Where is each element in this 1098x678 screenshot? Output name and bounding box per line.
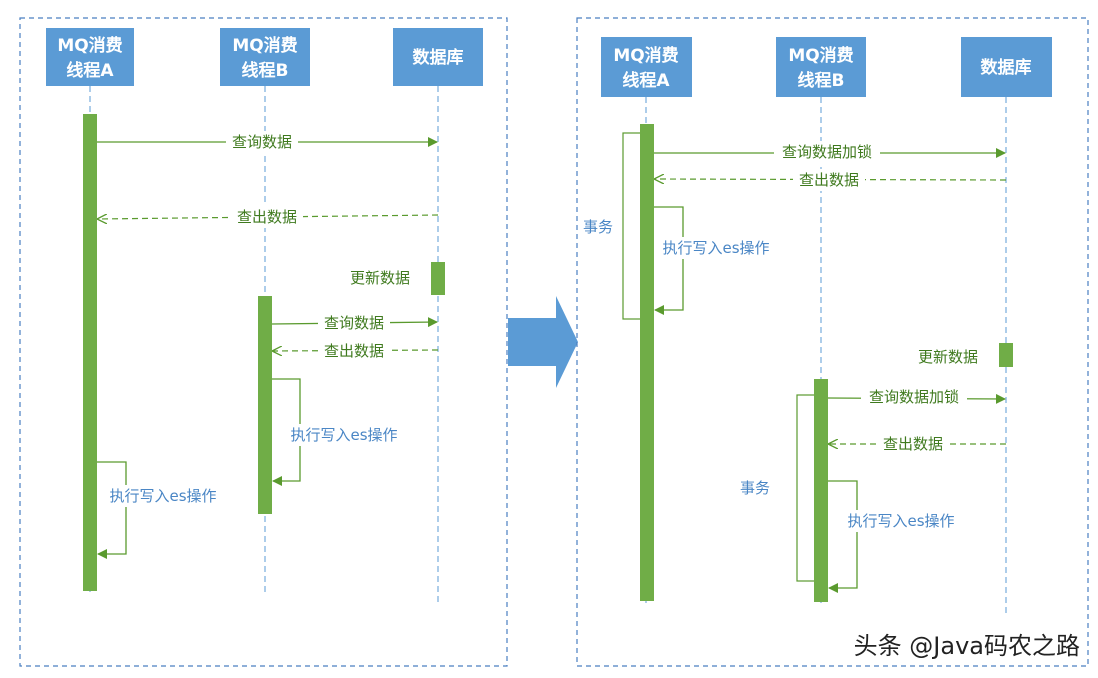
left-self-call-b-label: 执行写入es操作 (290, 426, 397, 444)
transition-arrow-icon (508, 296, 578, 388)
right-participant-b-line2: 线程B (798, 70, 845, 91)
right-participant-a-line2: 线程A (622, 70, 670, 91)
right-frame (576, 17, 1089, 667)
left-activation-a (83, 114, 97, 591)
right-self-call-a-label: 执行写入es操作 (662, 239, 769, 257)
right-participant-db-label: 数据库 (981, 57, 1032, 78)
left-message-query-b-label: 查询数据 (324, 314, 384, 332)
left-self-call-a (97, 461, 127, 559)
right-participant-a-line1: MQ消费 (613, 45, 678, 66)
left-participant-b-line2: 线程B (242, 60, 289, 81)
left-frame (19, 17, 508, 667)
right-activation-db (999, 343, 1013, 367)
right-activation-b (814, 379, 828, 602)
left-activation-b (258, 296, 272, 514)
right-transaction-label-b: 事务 (740, 479, 770, 497)
right-self-call-b (828, 480, 858, 593)
left-participant-a-line1: MQ消费 (57, 35, 122, 56)
right-message-return-a-label: 查出数据 (799, 171, 859, 189)
left-message-return-label: 查出数据 (237, 208, 297, 226)
left-participant-thread-b: MQ消费 线程B (220, 28, 310, 86)
watermark-text: 头条 @Java码农之路 (854, 632, 1080, 660)
right-message-query-lock-b-label: 查询数据加锁 (869, 388, 959, 406)
left-participant-database: 数据库 (393, 28, 483, 86)
right-participant-thread-b: MQ消费 线程B (776, 37, 866, 97)
left-participant-a-line2: 线程A (66, 60, 114, 81)
left-message-query-label: 查询数据 (232, 133, 292, 151)
left-activation-db (431, 262, 445, 295)
right-self-call-b-label: 执行写入es操作 (847, 512, 954, 530)
right-transaction-label-a: 事务 (583, 218, 613, 236)
left-participant-b-line1: MQ消费 (232, 35, 297, 56)
left-message-return-b-label: 查出数据 (324, 342, 384, 360)
right-participant-database: 数据库 (961, 37, 1052, 97)
right-activation-a (640, 124, 654, 601)
right-update-label: 更新数据 (918, 348, 978, 366)
right-message-query-lock-a-label: 查询数据加锁 (782, 143, 872, 161)
left-participant-thread-a: MQ消费 线程A (46, 28, 134, 86)
right-message-return-b-label: 查出数据 (883, 435, 943, 453)
left-diagram: MQ消费 线程A MQ消费 线程B 数据库 查询数据 查出数据 更新数据 (19, 17, 508, 667)
left-self-call-a-label: 执行写入es操作 (109, 487, 216, 505)
left-update-label: 更新数据 (350, 269, 410, 287)
right-participant-thread-a: MQ消费 线程A (601, 37, 692, 97)
right-participant-b-line1: MQ消费 (788, 45, 853, 66)
left-participant-db-label: 数据库 (413, 47, 464, 68)
right-diagram: MQ消费 线程A MQ消费 线程B 数据库 事务 事务 查询数据加锁 (576, 17, 1089, 667)
